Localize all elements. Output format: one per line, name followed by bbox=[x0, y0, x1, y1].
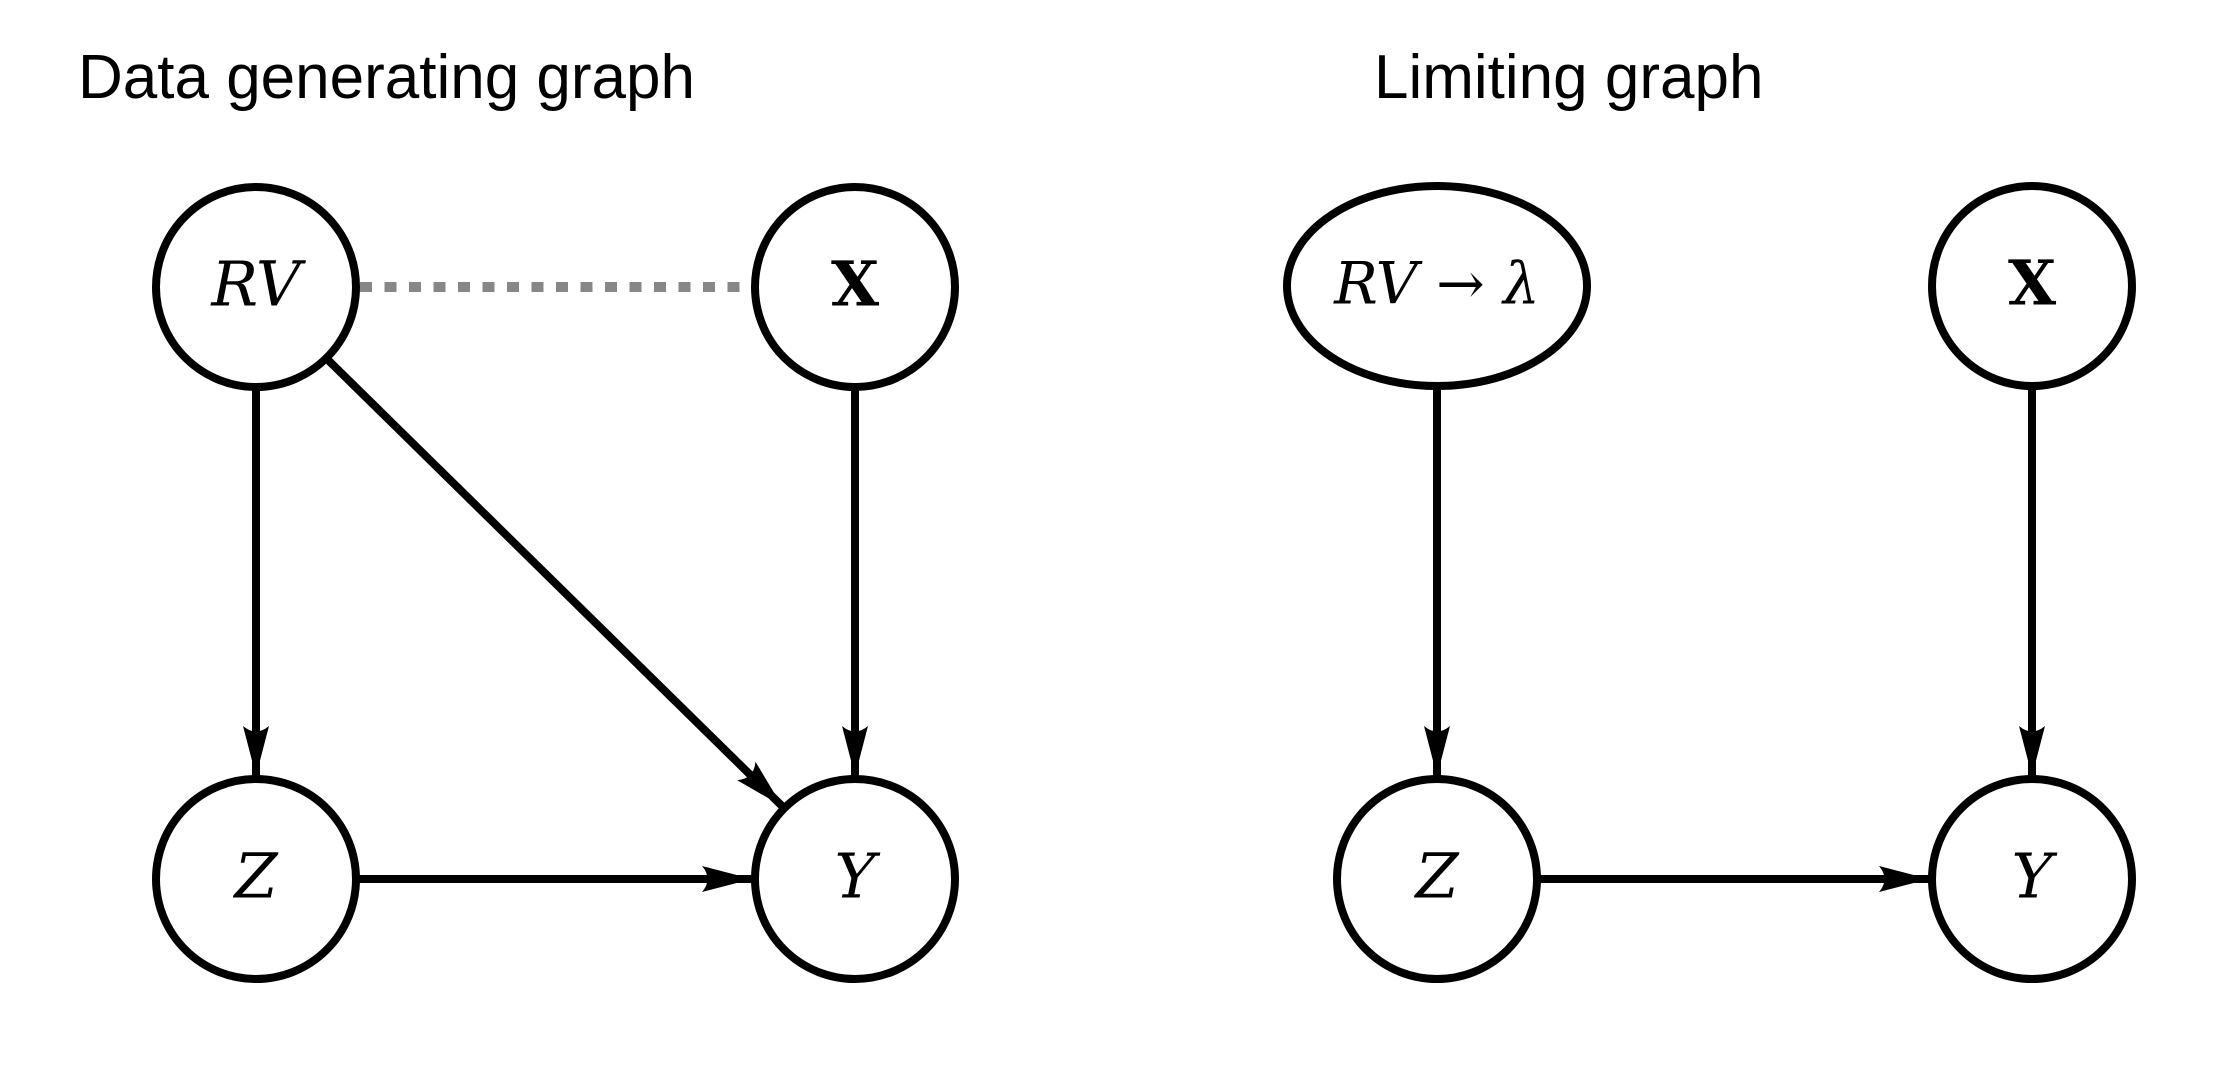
left-node-y-circle bbox=[751, 775, 959, 983]
left-node-rv-circle bbox=[152, 183, 360, 391]
left-graph-title: Data generating graph bbox=[78, 43, 696, 112]
right-node-z-circle bbox=[1333, 775, 1541, 983]
right-node-z-label: Z bbox=[1415, 839, 1459, 913]
right-node-rvlambda-ellipse bbox=[1283, 182, 1591, 390]
left-edge-rv-to-y-arrow bbox=[324, 356, 785, 809]
left-node-y-label: Y bbox=[834, 839, 876, 913]
left-node-x-label: X bbox=[830, 247, 880, 321]
right-node-rvlambda-label: RV → λ bbox=[1334, 249, 1540, 318]
right-graph-title: Limiting graph bbox=[1374, 43, 1764, 112]
right-node-y-circle bbox=[1928, 775, 2136, 983]
right-node-x-circle bbox=[1928, 182, 2136, 390]
right-node-y-label: Y bbox=[2011, 839, 2053, 913]
left-node-z-label: Z bbox=[234, 839, 278, 913]
left-node-z-circle bbox=[152, 775, 360, 983]
left-node-x-circle bbox=[751, 183, 959, 391]
left-node-rv-label: RV bbox=[211, 247, 301, 321]
right-node-x-label: X bbox=[2007, 246, 2057, 320]
